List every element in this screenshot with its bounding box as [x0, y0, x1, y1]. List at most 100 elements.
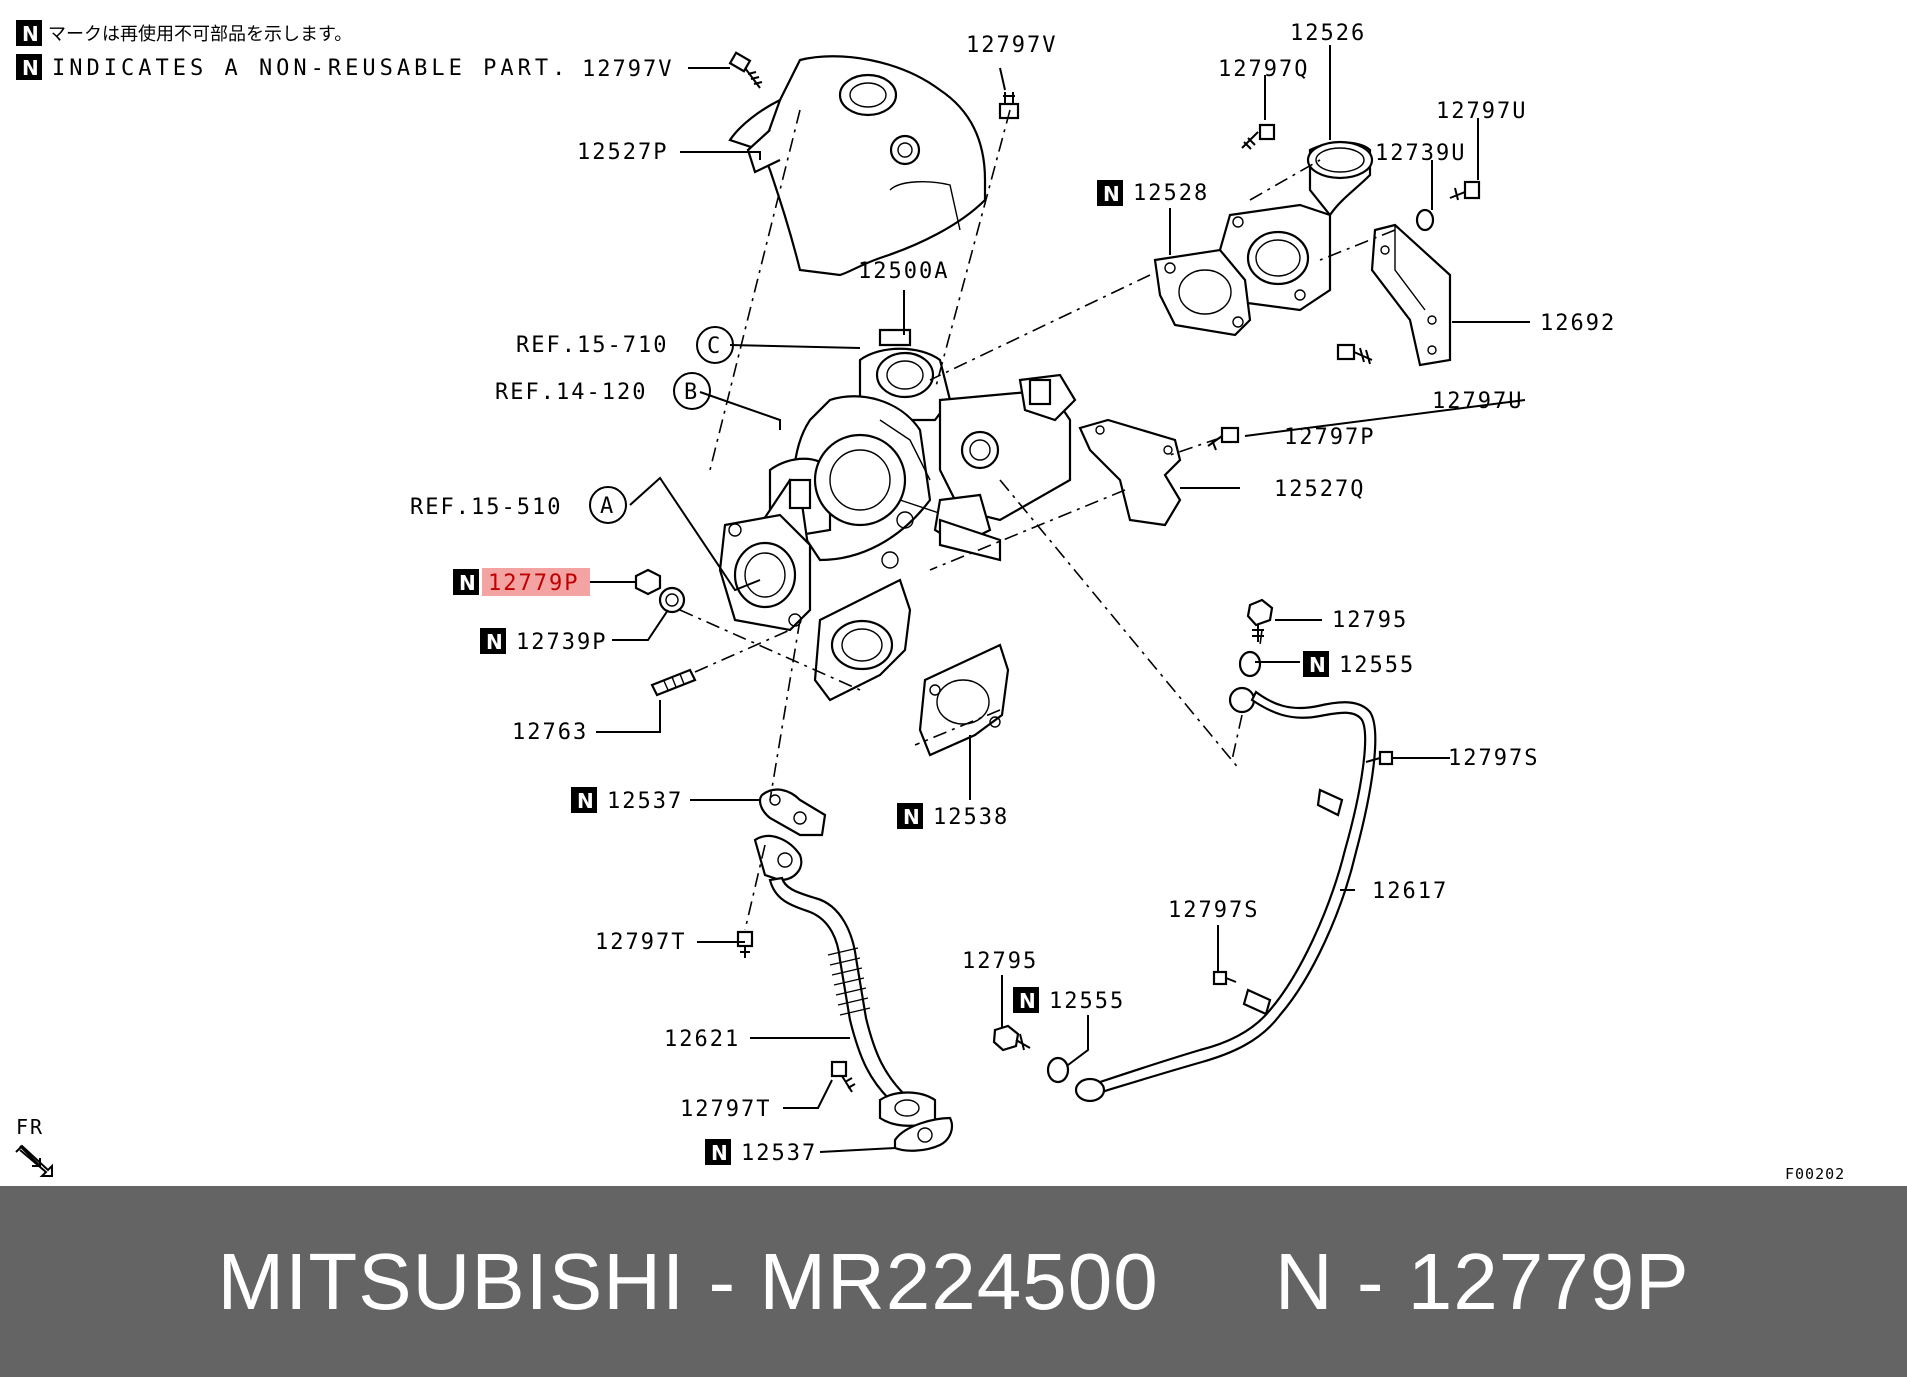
- parts-diagram: N マークは再使用不可部品を示します。 N INDICATES A NON-RE…: [15, 20, 1845, 1183]
- badge-letter: N: [903, 805, 920, 829]
- label-12797q: 12797Q: [1218, 57, 1309, 82]
- bolt-12797t-top: [736, 930, 754, 958]
- outlet-pipe-12526[interactable]: [1218, 140, 1374, 312]
- bolt-12797t-bottom: [830, 1060, 856, 1093]
- label-ref-15-510: REF.15-510: [410, 495, 562, 520]
- label-12795: 12795: [962, 949, 1038, 974]
- badge-letter: N: [711, 1141, 728, 1165]
- badge-letter: N: [486, 630, 503, 654]
- washer-12739p: [658, 586, 686, 614]
- label-12797v: 12797V: [966, 33, 1057, 58]
- label-12527q: 12527Q: [1274, 477, 1365, 502]
- assembly-lines: [679, 109, 1396, 931]
- ref-circle-a: [589, 486, 627, 524]
- label-12797s: 12797S: [1168, 898, 1259, 923]
- non-reusable-badge: [1303, 651, 1329, 677]
- bolt-12797p: [1207, 426, 1240, 451]
- nut-12779p: [634, 568, 662, 596]
- label-12555: 12555: [1339, 653, 1415, 678]
- label-12797t: 12797T: [680, 1097, 771, 1122]
- highlight-12779p: [482, 568, 590, 596]
- ref-letter-c: C: [707, 334, 722, 359]
- label-12527p: 12527P: [577, 140, 668, 165]
- label-12538: 12538: [933, 805, 1009, 830]
- heat-shield-12527q[interactable]: [1078, 418, 1182, 527]
- badge-letter: N: [22, 56, 39, 80]
- bolt-12795-bottom: [992, 1024, 1031, 1052]
- badge-letter: N: [1019, 989, 1036, 1013]
- badge-letter: N: [1309, 653, 1326, 677]
- leader-lines: [588, 45, 1530, 1153]
- non-reusable-badge: [1097, 180, 1123, 206]
- washer-12739u: [1415, 208, 1435, 232]
- label-12739u: 12739U: [1375, 141, 1466, 166]
- non-reusable-badge: [16, 54, 42, 80]
- washer-12555-top: [1238, 650, 1262, 678]
- washer-12555-bottom: [1046, 1056, 1070, 1084]
- label-12763: 12763: [512, 720, 588, 745]
- ref-letter-a: A: [600, 494, 615, 519]
- label-12621: 12621: [664, 1027, 740, 1052]
- badge-letter: N: [22, 22, 39, 46]
- badge-letter: N: [1103, 182, 1120, 206]
- heat-shield-12527p[interactable]: [728, 55, 987, 277]
- bolt-12797u-bottom: [1336, 343, 1373, 365]
- label-12739p: 12739P: [516, 630, 607, 655]
- turbo-outlet-flange: [813, 578, 912, 702]
- figure-code: F00202: [1785, 1165, 1845, 1183]
- label-12555: 12555: [1049, 989, 1125, 1014]
- label-12797p: 12797P: [1284, 425, 1375, 450]
- gasket-12528[interactable]: [1153, 248, 1252, 337]
- non-reusable-badge: [705, 1139, 731, 1165]
- banner-title: MITSUBISHI - MR224500 N - 12779P: [217, 1236, 1690, 1326]
- non-reusable-badge: [897, 803, 923, 829]
- fr-arrow-icon: [19, 1145, 41, 1167]
- non-reusable-badge: [480, 628, 506, 654]
- label-12797t: 12797T: [595, 930, 686, 955]
- front-indicator: FR: [15, 1115, 53, 1177]
- gasket-12537-bottom[interactable]: [893, 1116, 954, 1152]
- bolt-12797s-left: [1212, 970, 1237, 986]
- label-12500a: 12500A: [858, 259, 949, 284]
- bolt-12795-top: [1246, 598, 1274, 642]
- legend: N マークは再使用不可部品を示します。 N INDICATES A NON-RE…: [16, 20, 569, 81]
- legend-en: INDICATES A NON-REUSABLE PART.: [52, 56, 569, 81]
- label-12692: 12692: [1540, 311, 1616, 336]
- fr-label: FR: [16, 1115, 44, 1139]
- label-12795: 12795: [1332, 608, 1408, 633]
- label-12797v: 12797V: [582, 57, 673, 82]
- label-12526: 12526: [1290, 21, 1366, 46]
- non-reusable-badge: [571, 787, 597, 813]
- label-12528: 12528: [1133, 181, 1209, 206]
- bolt-12797v-left: [728, 51, 763, 89]
- turbine-flange: [718, 513, 812, 632]
- part-number-banner: MITSUBISHI - MR224500 N - 12779P: [0, 1186, 1907, 1377]
- arrow-icon: [15, 1144, 53, 1177]
- label-ref-15-710: REF.15-710: [516, 333, 668, 358]
- ref-circle-c: [696, 326, 734, 364]
- label-12617: 12617: [1372, 879, 1448, 904]
- oil-feed-pipe-12617[interactable]: [1074, 686, 1377, 1103]
- part-labels: 12797V 12797V 12527P 12526 12797Q 12797U…: [410, 21, 1616, 1166]
- label-ref-14-120: REF.14-120: [495, 380, 647, 405]
- label-12797u: 12797U: [1432, 389, 1523, 414]
- label-12797u: 12797U: [1436, 99, 1527, 124]
- stud-12763: [650, 668, 697, 697]
- label-12779p: 12779P: [488, 571, 579, 596]
- badge-letter: N: [459, 571, 476, 595]
- non-reusable-badge: [1013, 987, 1039, 1013]
- badge-letter: N: [577, 789, 594, 813]
- gasket-12538[interactable]: [918, 643, 1010, 757]
- label-12537: 12537: [607, 789, 683, 814]
- ref-letter-b: B: [684, 380, 699, 405]
- bolt-12797s-right: [1365, 750, 1394, 766]
- ref-circle-b: [673, 372, 711, 410]
- legend-jp: マークは再使用不可部品を示します。: [48, 24, 352, 45]
- non-reusable-badge: [453, 569, 479, 595]
- bolt-12797u-top: [1449, 180, 1481, 201]
- non-reusable-badge: [16, 20, 42, 46]
- label-12537: 12537: [741, 1141, 817, 1166]
- bolt-12797q: [1241, 123, 1276, 150]
- label-12797s: 12797S: [1448, 746, 1539, 771]
- bracket-12692[interactable]: [1370, 223, 1452, 367]
